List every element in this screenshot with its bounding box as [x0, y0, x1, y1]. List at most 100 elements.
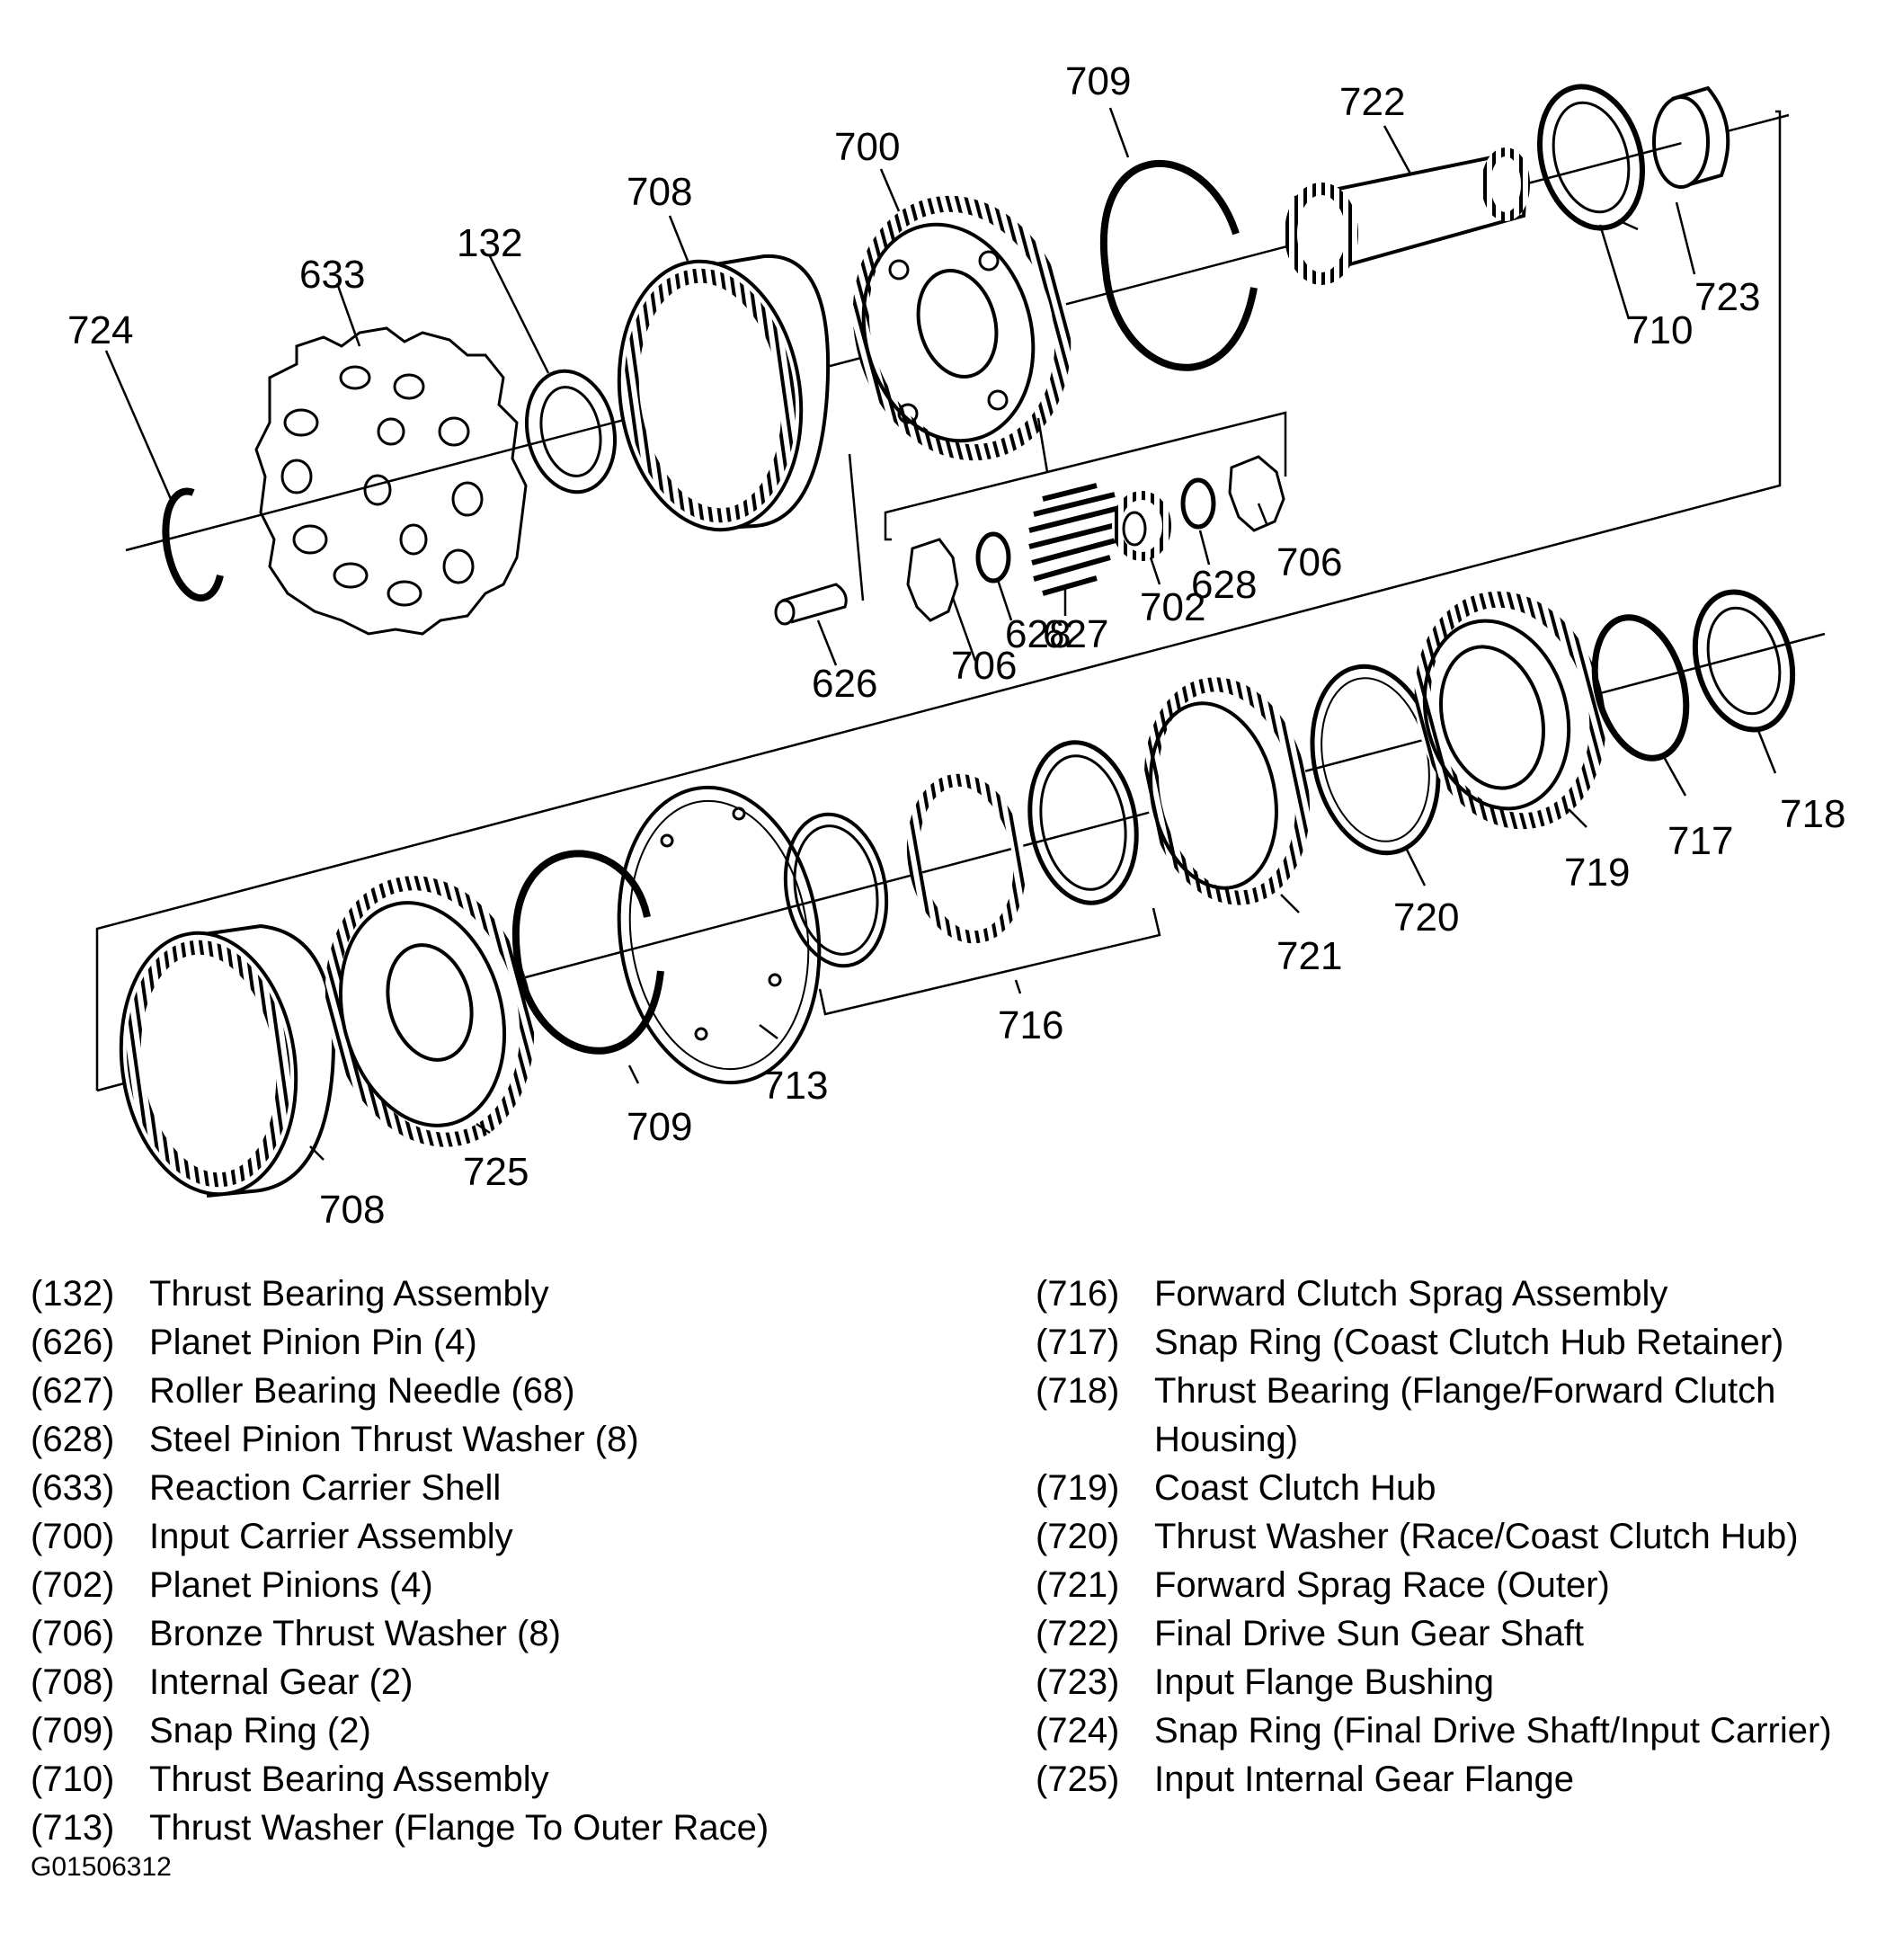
legend-description: Thrust Washer (Flange To Outer Race) — [149, 1808, 769, 1848]
callout-708-top: 708 — [627, 170, 692, 214]
legend-description: Planet Pinion Pin (4) — [149, 1323, 477, 1362]
legend-number: (633) — [31, 1468, 115, 1508]
leader-lines — [104, 107, 1777, 1161]
legend-row: (709)Snap Ring (2) — [31, 1706, 983, 1755]
legend-row: (719)Coast Clutch Hub — [1036, 1464, 1881, 1512]
pinion-group-bracket — [884, 411, 1287, 541]
legend-number: (723) — [1036, 1662, 1120, 1702]
legend-description: Final Drive Sun Gear Shaft — [1154, 1614, 1584, 1653]
callout-627: 627 — [1043, 612, 1108, 656]
part-723-input-flange-bushing — [1652, 85, 1730, 189]
legend-description: Bronze Thrust Washer (8) — [149, 1614, 561, 1653]
legend-row: (633) Reaction Carrier Shell — [31, 1464, 983, 1512]
legend-number: (628) — [31, 1420, 115, 1459]
legend-number: (700) — [31, 1517, 115, 1556]
legend-row: (708) Internal Gear (2) — [31, 1658, 983, 1706]
part-721-forward-sprag-race — [1144, 677, 1310, 905]
callout-720: 720 — [1393, 895, 1459, 940]
legend-row: (716) Forward Clutch Sprag Assembly — [1036, 1270, 1881, 1318]
legend-row: (627) Roller Bearing Needle (68) — [31, 1367, 983, 1415]
legend-number: (132) — [31, 1274, 115, 1314]
legend-description: Input Carrier Assembly — [149, 1517, 513, 1556]
legend-description: Input Internal Gear Flange — [1154, 1760, 1574, 1799]
part-717-snap-ring — [1591, 614, 1690, 762]
callout-718: 718 — [1780, 792, 1845, 836]
callout-633: 633 — [299, 253, 365, 297]
parts-legend-left: (132) Thrust Bearing Assembly (626) Planet… — [31, 1270, 983, 1852]
part-722-sun-gear-shaft — [1285, 147, 1530, 285]
legend-description: Snap Ring (Coast Clutch Hub Retainer) — [1154, 1323, 1784, 1362]
legend-row: (720) Thrust Washer (Race/Coast Clutch Hu… — [1036, 1512, 1881, 1561]
part-710-thrust-bearing — [1536, 84, 1646, 231]
sprag-group-bracket — [818, 907, 1161, 1016]
legend-description: Roller Bearing Needle (68) — [149, 1371, 575, 1411]
legend-description: Snap Ring (Final Drive Shaft/Input Carri… — [1154, 1711, 1832, 1751]
legend-number: (720) — [1036, 1517, 1120, 1556]
legend-description: Planet Pinions (4) — [149, 1565, 433, 1605]
callout-626: 626 — [812, 662, 877, 706]
part-709-snap-ring-top — [1100, 159, 1258, 371]
legend-number: (722) — [1036, 1614, 1120, 1653]
part-719-coast-clutch-hub — [1414, 591, 1606, 830]
figure-code: G01506312 — [31, 1852, 172, 1882]
legend-number: (725) — [1036, 1760, 1120, 1799]
callout-713: 713 — [762, 1064, 828, 1108]
legend-row: (722) Final Drive Sun Gear Shaft — [1036, 1609, 1881, 1658]
parts-legend-right: (716) Forward Clutch Sprag Assembly (717)… — [1036, 1270, 1881, 1804]
callout-706-left: 706 — [951, 644, 1017, 688]
legend-number: (718) — [1036, 1371, 1120, 1411]
legend-description: Reaction Carrier Shell — [149, 1468, 502, 1508]
legend-description: Forward Sprag Race (Outer) — [1154, 1565, 1610, 1605]
callout-721: 721 — [1276, 934, 1342, 978]
part-716-forward-clutch-sprag — [783, 740, 1139, 968]
exploded-parts-diagram: 709 722 700 708 132 633 724 710 723 706 … — [67, 59, 1845, 1232]
callout-628-left: 628 — [1005, 612, 1071, 656]
legend-number: (717) — [1036, 1323, 1120, 1362]
part-633-reaction-carrier-shell — [254, 326, 528, 636]
legend-description: Thrust Bearing Assembly — [149, 1760, 549, 1799]
legend-description: Thrust Bearing Assembly — [149, 1274, 549, 1314]
legend-number: (708) — [31, 1662, 115, 1702]
legend-row: (723) Input Flange Bushing — [1036, 1658, 1881, 1706]
part-628-steel-washer-right — [1180, 477, 1216, 530]
legend-description: Input Flange Bushing — [1154, 1662, 1495, 1702]
callout-132: 132 — [457, 221, 522, 265]
legend-description: Forward Clutch Sprag Assembly — [1154, 1274, 1668, 1314]
legend-number: (627) — [31, 1371, 115, 1411]
part-627-roller-bearing-needles — [1028, 483, 1120, 596]
legend-row: (706) Bronze Thrust Washer (8) — [31, 1609, 983, 1658]
callout-725: 725 — [463, 1150, 529, 1194]
legend-row: (718) Thrust Bearing (Flange/Forward Clut… — [1036, 1367, 1881, 1464]
part-718-thrust-bearing — [1692, 589, 1796, 733]
part-700-input-carrier-assembly — [852, 195, 1072, 461]
callout-700: 700 — [834, 125, 900, 169]
legend-description: Snap Ring (2) — [149, 1711, 371, 1751]
legend-number: (716) — [1036, 1274, 1120, 1314]
legend-row: (721) Forward Sprag Race (Outer) — [1036, 1561, 1881, 1609]
part-724-snap-ring — [162, 487, 224, 602]
legend-row: (626) Planet Pinion Pin (4) — [31, 1318, 983, 1367]
callout-708-bottom: 708 — [319, 1188, 385, 1232]
legend-description: Thrust Washer (Race/Coast Clutch Hub) — [1154, 1517, 1799, 1556]
legend-number: (702) — [31, 1565, 115, 1605]
callout-716: 716 — [998, 1003, 1063, 1047]
callout-724: 724 — [67, 308, 133, 352]
legend-row: (702) Planet Pinions (4) — [31, 1561, 983, 1609]
legend-row: (713)Thrust Washer (Flange To Outer Race… — [31, 1804, 983, 1852]
callout-702: 702 — [1140, 585, 1205, 629]
legend-number: (721) — [1036, 1565, 1120, 1605]
legend-row: (710)Thrust Bearing Assembly — [31, 1755, 983, 1804]
pinion-group-leader — [1036, 417, 1049, 473]
part-702-planet-pinion — [1112, 491, 1171, 561]
callout-709-top: 709 — [1065, 59, 1131, 103]
legend-description: Thrust Bearing (Flange/Forward Clutch Ho… — [1154, 1371, 1776, 1459]
callout-719: 719 — [1564, 851, 1630, 895]
legend-number: (706) — [31, 1614, 115, 1653]
part-626-planet-pinion-pin — [774, 583, 848, 626]
legend-number: (626) — [31, 1323, 115, 1362]
part-706-bronze-thrust-washer-right — [1228, 455, 1285, 532]
part-708-internal-gear-top — [617, 254, 831, 532]
legend-row: (724)Snap Ring (Final Drive Shaft/Input … — [1036, 1706, 1881, 1755]
pinion-pin-leader — [848, 453, 865, 601]
legend-description: Internal Gear (2) — [149, 1662, 414, 1702]
